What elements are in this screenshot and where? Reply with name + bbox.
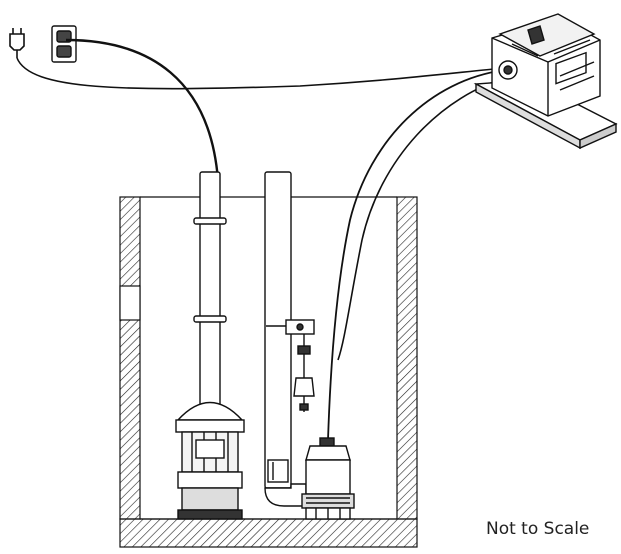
pit-right-wall — [396, 196, 418, 520]
pit-left-wall — [119, 196, 141, 520]
not-to-scale-caption: Not to Scale — [486, 519, 590, 539]
backup-discharge-pipe — [264, 171, 315, 507]
pit-floor — [119, 518, 418, 548]
primary-sump-pump — [175, 401, 245, 520]
sump-pit — [119, 196, 418, 548]
float-switch — [293, 334, 315, 412]
pipe-clamp — [193, 217, 227, 225]
wall-outlet — [51, 25, 77, 63]
inlet-opening — [119, 285, 141, 321]
battery-backup-unit — [473, 13, 618, 150]
plug-icon — [9, 28, 25, 58]
backup-sump-pump — [301, 437, 355, 520]
primary-discharge-pipe — [193, 171, 227, 423]
pipe-clamp — [193, 315, 227, 323]
